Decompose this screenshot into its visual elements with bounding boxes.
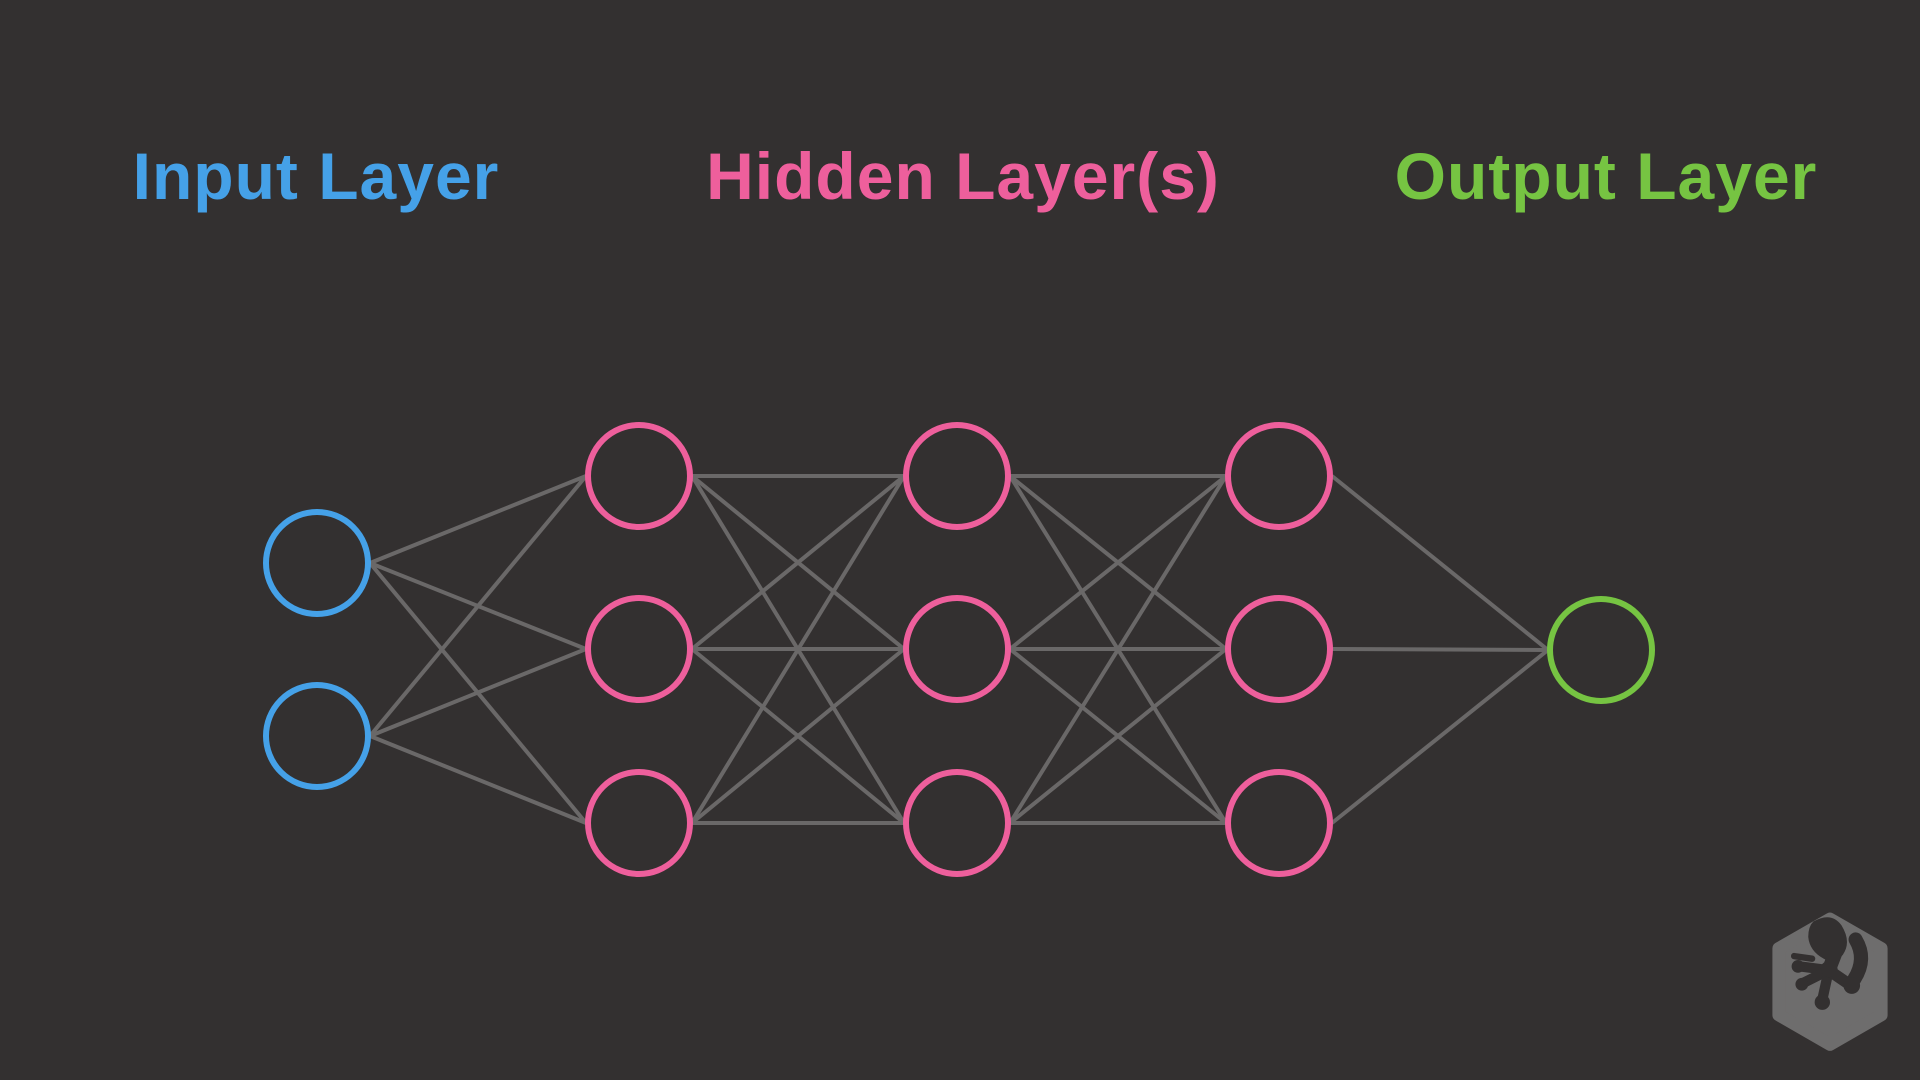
node-hidden-1-1 [585, 422, 693, 530]
node-input-1 [263, 509, 371, 617]
edge-hidden-1-to-hidden-2 [690, 647, 906, 825]
edge-input-to-hidden-1 [368, 474, 588, 738]
node-output-1 [1547, 596, 1655, 704]
frog-hand-cutout-icon [1790, 917, 1869, 1010]
node-hidden-1-3 [585, 769, 693, 877]
edge-hidden-1-to-hidden-2 [690, 474, 906, 825]
node-hidden-3-2 [1225, 595, 1333, 703]
hidden-layers-label: Hidden Layer(s) [706, 139, 1220, 213]
node-hidden-2-2 [903, 595, 1011, 703]
edge-input-to-hidden-1 [369, 474, 587, 565]
input-layer-label: Input Layer [132, 139, 500, 213]
edge-input-to-hidden-1 [369, 734, 587, 825]
node-hidden-2-1 [903, 422, 1011, 530]
edge-hidden-3-to-output [1330, 474, 1550, 652]
node-hidden-3-1 [1225, 422, 1333, 530]
output-layer-label: Output Layer [1394, 139, 1818, 213]
node-hidden-3-3 [1225, 769, 1333, 877]
edge-hidden-2-to-hidden-3 [1008, 474, 1228, 825]
edge-hidden-1-to-hidden-2 [690, 474, 906, 651]
node-hidden-1-2 [585, 595, 693, 703]
treehouse-logo [1772, 912, 1888, 1051]
edge-hidden-2-to-hidden-3 [1008, 474, 1228, 651]
node-input-2 [263, 682, 371, 790]
edge-hidden-3-to-output [1330, 648, 1550, 825]
edge-input-to-hidden-1 [369, 647, 587, 738]
node-hidden-2-3 [903, 769, 1011, 877]
edge-hidden-2-to-hidden-3 [1008, 647, 1228, 825]
edge-hidden-3-to-output [1331, 647, 1549, 652]
